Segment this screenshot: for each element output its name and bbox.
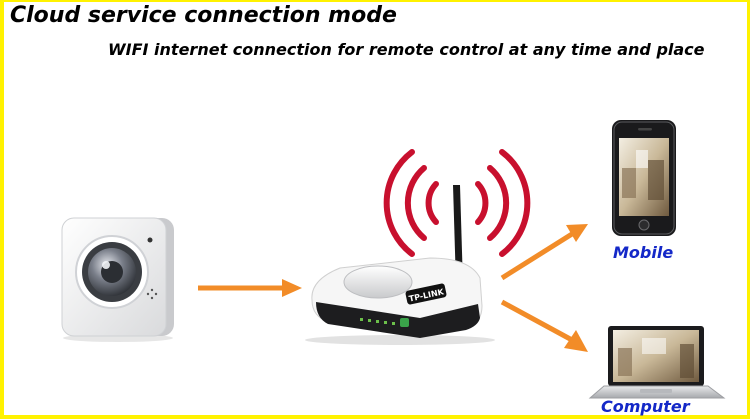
arrow-camera-to-router (198, 279, 302, 297)
page-subtitle: WIFI internet connection for remote cont… (108, 40, 705, 59)
arrow-router-to-mobile (500, 224, 588, 281)
mobile-label: Mobile (613, 243, 674, 262)
computer-label: Computer (601, 397, 690, 416)
arrow-router-to-computer (500, 299, 588, 352)
smartphone-icon (612, 120, 676, 236)
frame-top (0, 0, 750, 2)
wifi-signal-icon (383, 149, 531, 257)
router-icon: TP-LINK (305, 185, 495, 345)
frame-bottom (0, 415, 750, 419)
frame-right (747, 0, 750, 419)
page-title: Cloud service connection mode (10, 3, 397, 28)
frame-left (0, 0, 4, 419)
laptop-icon (588, 326, 726, 399)
camera-icon (61, 217, 174, 342)
